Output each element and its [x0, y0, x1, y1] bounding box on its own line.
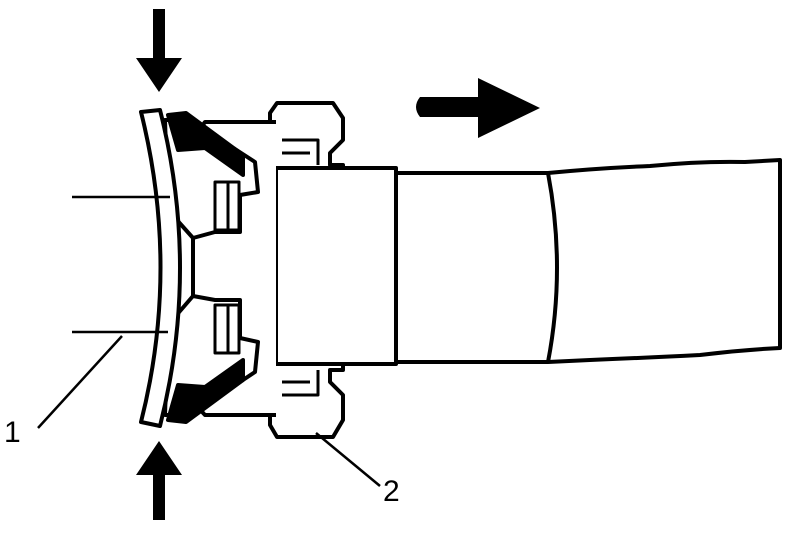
leader-lines	[37, 335, 381, 487]
callout-label-1: 1	[4, 416, 21, 449]
callout-label-2: 2	[383, 475, 400, 508]
down-arrow-icon	[136, 9, 182, 92]
right-arrow-icon	[416, 78, 540, 138]
release-tool	[139, 108, 182, 428]
up-arrow-icon	[136, 441, 182, 520]
hose	[393, 158, 782, 364]
latch-fingers	[163, 111, 260, 424]
pipe-lines	[72, 195, 170, 334]
